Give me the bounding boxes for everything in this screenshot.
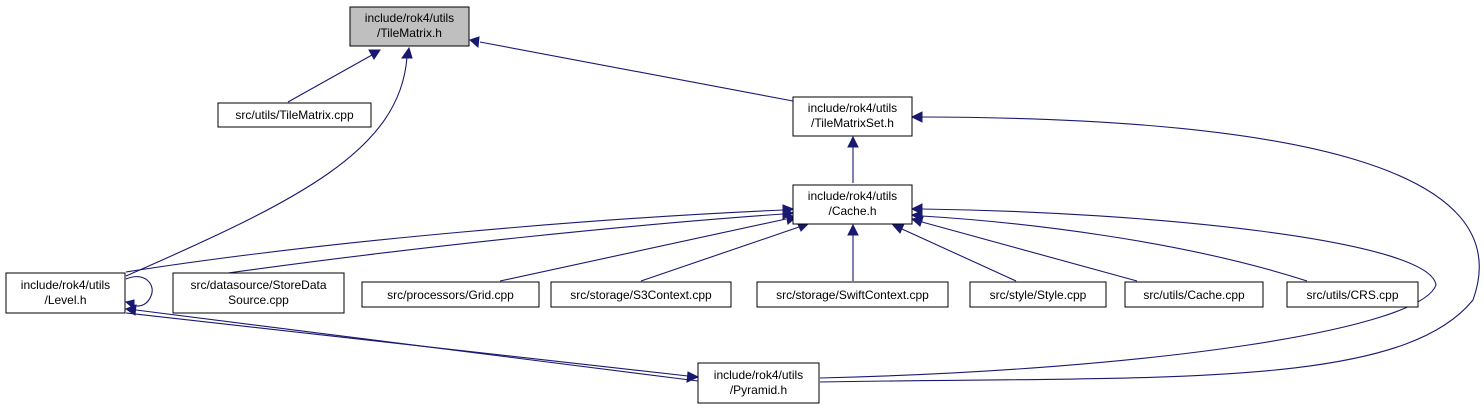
node-cache-h[interactable]: include/rok4/utils /Cache.h — [792, 184, 913, 225]
edge-s3context-cpp-to-cache-h — [640, 226, 800, 282]
edge-pyramid-h-to-cache-h — [819, 208, 1437, 379]
node-s3context-cpp[interactable]: src/storage/S3Context.cpp — [550, 281, 732, 308]
arrowhead — [368, 49, 381, 60]
node-label-line: src/utils/TileMatrix.cpp — [235, 108, 354, 122]
arrowhead — [910, 111, 923, 123]
edges — [124, 36, 1480, 383]
node-label-line: include/rok4/utils — [365, 11, 454, 25]
edge-pyramid-h-to-tilematrixset-h — [819, 116, 1480, 383]
edge-level-h-to-pyramid-h — [125, 312, 689, 377]
edge-storedatasource-cpp-to-cache-h — [227, 213, 784, 274]
node-swiftcontext-cpp[interactable]: src/storage/SwiftContext.cpp — [756, 281, 949, 308]
edge-level-h-to-cache-h — [125, 209, 784, 273]
node-label-line: include/rok4/utils — [21, 278, 110, 292]
node-level-h[interactable]: include/rok4/utils /Level.h — [5, 272, 126, 314]
node-label-line: src/utils/CRS.cpp — [1306, 288, 1398, 302]
edge-tilematrix-cpp-to-tilematrix-h — [287, 54, 373, 103]
edge-level-h-self-loop — [125, 276, 153, 307]
arrowhead — [469, 36, 480, 49]
edge-level-h-to-tilematrix-h — [125, 56, 408, 277]
node-label-line: /Cache.h — [828, 204, 876, 218]
node-label-line: src/style/Style.cpp — [990, 288, 1087, 302]
arrowhead — [847, 135, 859, 148]
node-style-cpp[interactable]: src/style/Style.cpp — [969, 281, 1107, 308]
nodes: include/rok4/utils /TileMatrix.h src/uti… — [5, 6, 1419, 404]
edge-tilematrixset-h-to-tilematrix-h — [479, 41, 794, 102]
node-pyramid-h[interactable]: include/rok4/utils /Pyramid.h — [697, 362, 820, 404]
node-tilematrixset-h[interactable]: include/rok4/utils /TileMatrixSet.h — [792, 96, 913, 137]
node-label-line: src/storage/SwiftContext.cpp — [776, 288, 929, 302]
node-label-line: include/rok4/utils — [714, 368, 803, 382]
node-tilematrix-h[interactable]: include/rok4/utils /TileMatrix.h — [349, 6, 470, 47]
edge-grid-cpp-to-cache-h — [499, 218, 787, 282]
node-grid-cpp[interactable]: src/processors/Grid.cpp — [361, 281, 540, 308]
arrowhead — [401, 46, 413, 59]
arrowhead — [891, 223, 905, 234]
edge-cache-cpp-to-cache-h — [921, 221, 1138, 282]
arrowhead — [124, 304, 137, 316]
node-label-line: src/storage/S3Context.cpp — [570, 288, 712, 302]
node-label-line: include/rok4/utils — [808, 189, 897, 203]
arrowhead — [910, 210, 923, 222]
node-label-line: /TileMatrixSet.h — [811, 116, 894, 130]
edge-crs-cpp-to-cache-h — [921, 215, 1308, 282]
arrowhead — [910, 203, 923, 215]
arrowhead — [847, 223, 859, 236]
node-tilematrix-cpp[interactable]: src/utils/TileMatrix.cpp — [217, 102, 372, 128]
node-label-line: include/rok4/utils — [808, 101, 897, 115]
node-label-line: Source.cpp — [228, 293, 289, 307]
node-label-line: /TileMatrix.h — [377, 26, 442, 40]
node-label-line: src/processors/Grid.cpp — [387, 288, 514, 302]
node-label-line: src/datasource/StoreData — [190, 278, 326, 292]
node-label-line: /Level.h — [44, 293, 86, 307]
node-label-line: /Pyramid.h — [730, 383, 787, 397]
arrowhead — [686, 371, 700, 383]
node-crs-cpp[interactable]: src/utils/CRS.cpp — [1286, 281, 1419, 308]
node-storedatasource-cpp[interactable]: src/datasource/StoreData Source.cpp — [172, 272, 345, 314]
edge-style-cpp-to-cache-h — [901, 228, 1017, 282]
node-cache-cpp[interactable]: src/utils/Cache.cpp — [1124, 281, 1264, 308]
node-label-line: src/utils/Cache.cpp — [1143, 288, 1245, 302]
